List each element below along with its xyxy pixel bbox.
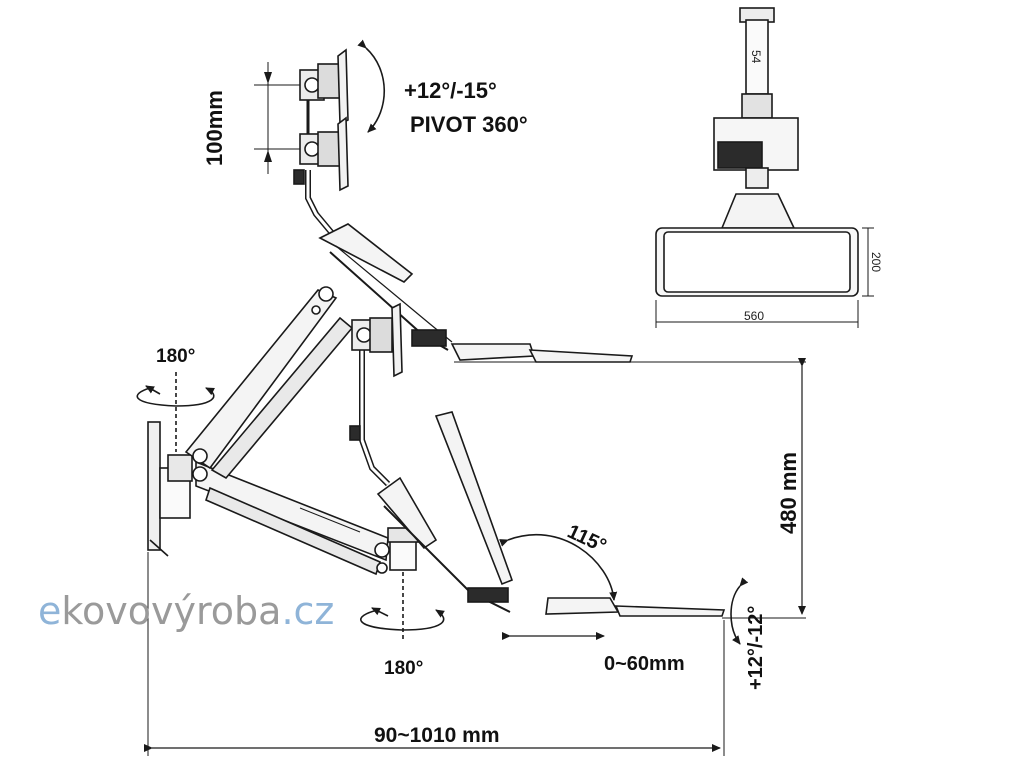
watermark-part-3: .cz [281, 589, 334, 633]
column-rotation-label: 180° [384, 658, 423, 679]
watermark-part-1: e [38, 589, 61, 633]
keyboard-tilt-angle-label: 115° [564, 521, 610, 558]
mount-drawing [136, 7, 874, 756]
pivot-label: PIVOT 360° [410, 112, 528, 137]
wall-rotation-label: 180° [156, 346, 195, 367]
tilt-range-label: +12°/-15° [404, 78, 497, 103]
watermark-part-2: kovovýroba [61, 589, 281, 633]
lower-monitor-assembly [349, 302, 403, 487]
reach-dimension [144, 552, 725, 756]
tray-slide-label: 0~60mm [604, 653, 685, 675]
swivel-column [387, 527, 419, 640]
monitor-spacing-label: 100mm [202, 90, 227, 166]
height-range-label: 480 mm [776, 452, 801, 534]
wall-rotation-indicator [136, 372, 215, 452]
top-view-post-label: 54 [749, 50, 763, 64]
upper-arm [184, 286, 354, 480]
top-view-depth-label: 200 [869, 252, 883, 272]
lower-keyboard-tray [376, 411, 806, 619]
top-view [655, 7, 874, 328]
tray-tilt-label: +12°/-12° [745, 606, 767, 690]
top-view-width-label: 560 [744, 309, 764, 323]
reach-label: 90~1010 mm [374, 724, 500, 747]
upper-monitor-assembly [293, 48, 349, 240]
spacing-dimension [254, 62, 300, 174]
tray-tilt-arrow [730, 577, 749, 645]
lower-arm [192, 460, 390, 576]
watermark: ekovovýroba.cz [38, 589, 334, 633]
angle-arc [499, 534, 618, 601]
column-rotation-indicator [360, 607, 445, 631]
wall-plate [147, 421, 193, 557]
upper-keyboard-tray [318, 223, 806, 363]
tilt-arrow [357, 39, 385, 133]
